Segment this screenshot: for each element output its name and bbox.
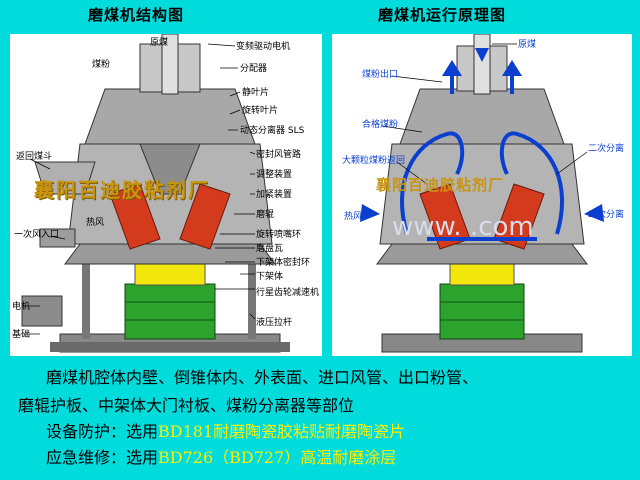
label-secondary-separation-1: 二次分离 [588, 144, 625, 154]
label-return-hopper: 返回煤斗 [16, 152, 53, 162]
mill-structure-drawing [21, 34, 290, 353]
label-jichu: 基础 [12, 330, 31, 340]
label-hot-air: 热风 [344, 212, 363, 222]
label-mogun: 磨辊 [256, 210, 275, 220]
label-xuanzhuan-yepian: 旋转叶片 [242, 106, 279, 116]
repair-label: 应急维修：选用 [46, 448, 159, 467]
label-dianji: 电机 [12, 302, 31, 312]
left-panel-title: 磨煤机结构图 [88, 6, 185, 24]
body-line-4: 应急维修：选用BD726（BD727）高温耐磨涂层 [46, 444, 396, 468]
label-hydraulic-rod: 液压拉杆 [256, 318, 293, 328]
label-secondary-separation-2: 二次分离 [588, 210, 625, 220]
principle-diagram-panel: 原煤 煤粉出口 合格煤粉 二次分离 大颗粒煤粉返回 热风 二次分离 www. .… [332, 34, 632, 356]
label-meifen-outlet: 煤粉出口 [362, 70, 399, 80]
label-coarse-return: 大颗粒煤粉返回 [342, 156, 406, 166]
body-line-2: 磨辊护板、中架体大门衬板、煤粉分离器等部位 [18, 396, 355, 415]
label-primary-air-inlet: 一次风入口 [14, 230, 60, 240]
label-mifeng: 密封风管路 [256, 150, 302, 160]
faded-url-watermark: www. .com [392, 212, 534, 242]
structure-diagram-panel: 原煤 煤粉 变频驱动电机 分配器 静叶片 旋转叶片 动态分离器 SLS 返回煤斗… [10, 34, 322, 356]
mill-principle-drawing [360, 34, 604, 353]
label-jingyepian: 静叶片 [242, 88, 270, 98]
label-lower-body: 下架体 [256, 272, 284, 282]
watermark-left: 襄阳百迪胶粘剂厂 [34, 178, 210, 202]
label-planetary-gearbox: 行星齿轮减速机 [256, 288, 320, 298]
label-fenpeiqi: 分配器 [240, 64, 268, 74]
label-dongtai-fenliqi: 动态分离器 SLS [240, 126, 305, 136]
label-jiajin: 加紧装置 [256, 190, 293, 200]
protection-label: 设备防护：选用 [46, 422, 159, 441]
label-yuanmei-right: 原煤 [518, 40, 537, 50]
label-refeng: 热风 [86, 218, 105, 228]
watermark-right: 襄阳百迪胶粘剂厂 [376, 176, 505, 194]
body-line-3: 设备防护：选用BD181耐磨陶瓷胶粘贴耐磨陶瓷片 [46, 418, 405, 442]
label-lower-seal-ring: 下架体密封环 [256, 258, 311, 268]
label-nozzle-ring: 旋转喷嘴环 [256, 230, 302, 240]
label-meifen: 煤粉 [92, 60, 111, 70]
repair-product: BD726（BD727）高温耐磨涂层 [158, 448, 397, 467]
label-motor-top: 变频驱动电机 [236, 42, 291, 52]
protection-product: BD181耐磨陶瓷胶粘贴耐磨陶瓷片 [158, 422, 406, 441]
right-panel-title: 磨煤机运行原理图 [378, 6, 507, 24]
label-tiaojie: 调整装置 [256, 170, 293, 180]
label-yuanmei: 原煤 [150, 38, 169, 48]
label-mopanwa: 磨盘瓦 [256, 244, 284, 254]
body-line-1: 磨煤机腔体内壁、倒锥体内、外表面、进口风管、出口粉管、 [46, 368, 479, 387]
label-qualified-powder: 合格煤粉 [362, 120, 399, 130]
